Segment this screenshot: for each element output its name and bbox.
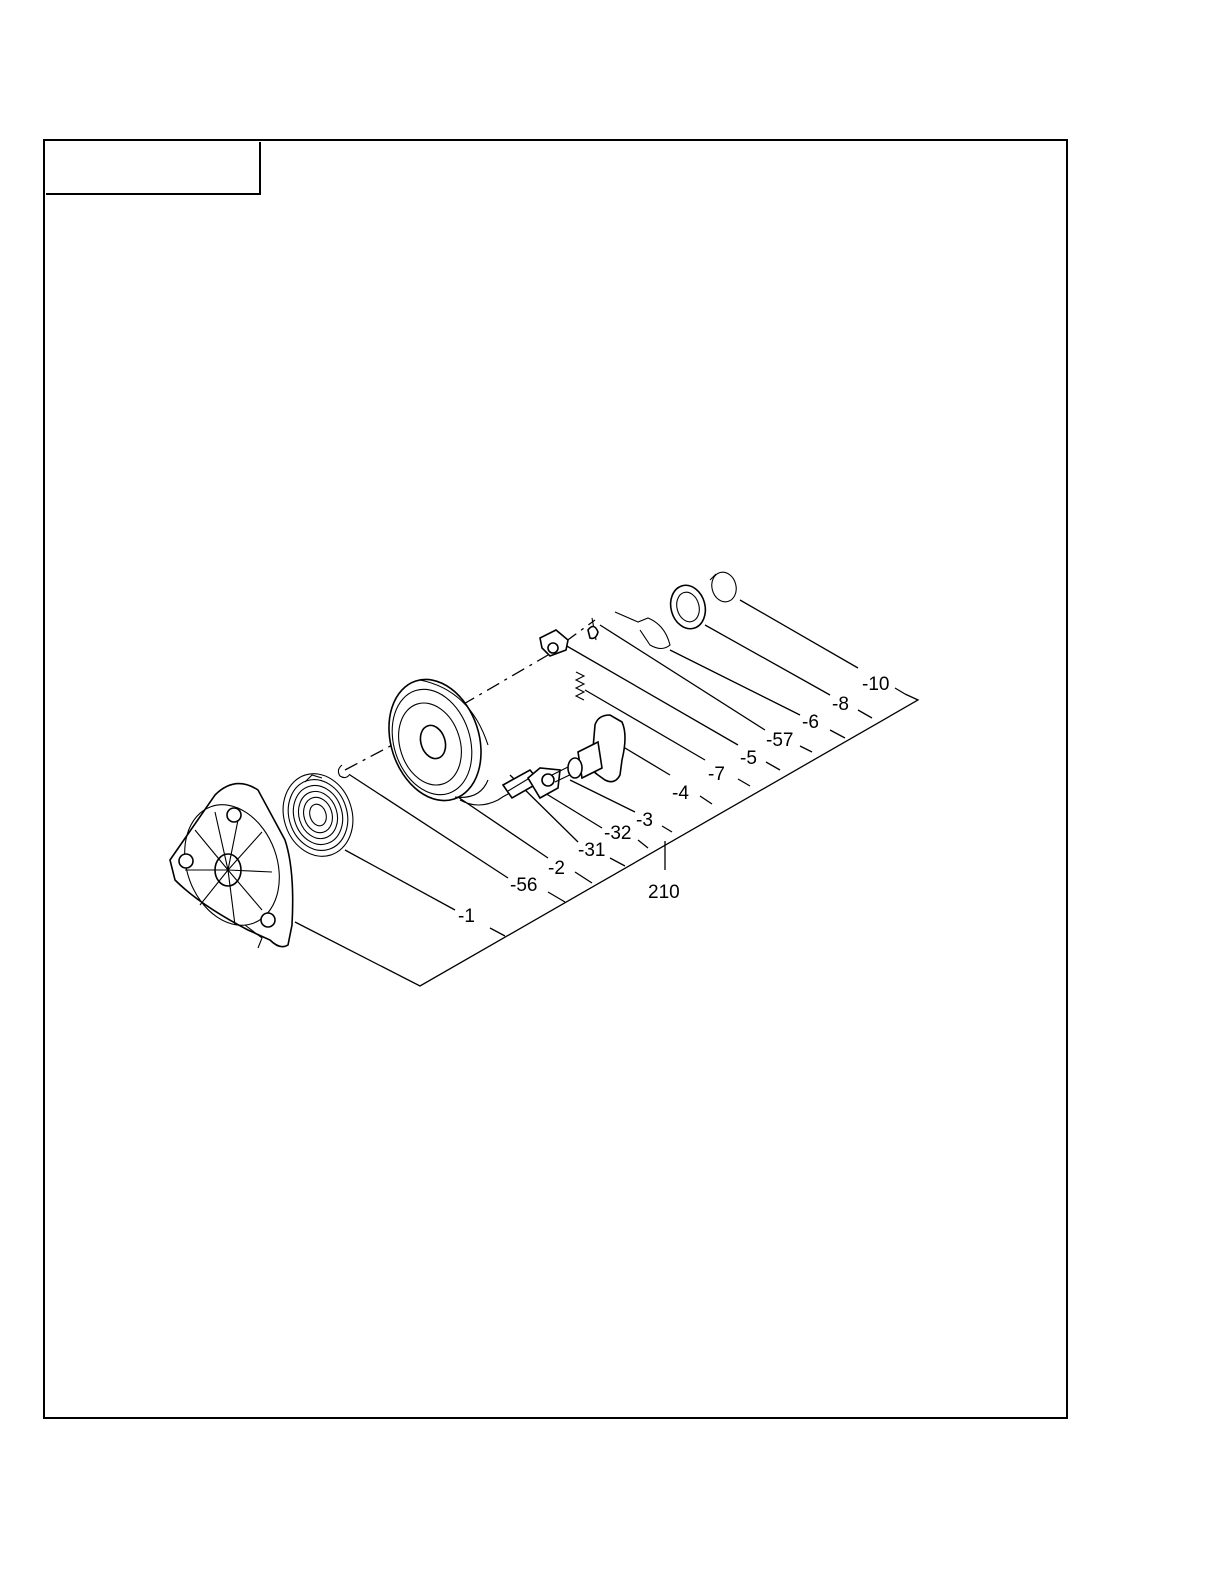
callout-56: -56 xyxy=(510,875,537,896)
washer-part xyxy=(666,581,710,632)
callout-labels: -1 -56 -2 -31 -32 -3 -4 -7 -5 -57 -6 -8 … xyxy=(458,674,889,927)
callout-8: -8 xyxy=(832,694,849,715)
callout-1: -1 xyxy=(458,906,475,927)
friction-wire-part xyxy=(615,612,670,649)
rope-pulley-part xyxy=(374,667,496,812)
starter-handle-part xyxy=(568,715,625,782)
assembly-number-label: 210 xyxy=(648,882,680,903)
retainer-clip-part xyxy=(338,765,350,778)
starter-housing-part xyxy=(169,784,296,948)
callout-6: -6 xyxy=(802,712,819,733)
callout-5: -5 xyxy=(740,748,757,769)
callout-7: -7 xyxy=(708,764,725,785)
callout-4: -4 xyxy=(672,783,689,804)
callout-3: -3 xyxy=(636,810,653,831)
callout-31: -31 xyxy=(578,840,605,861)
callout-57: -57 xyxy=(766,730,793,751)
pawl-spring-part xyxy=(576,672,584,700)
callout-2: -2 xyxy=(548,858,565,879)
callout-10: -10 xyxy=(862,674,889,695)
pawl-part xyxy=(540,630,568,656)
pawl-pin-part xyxy=(588,618,598,640)
callout-32: -32 xyxy=(604,823,631,844)
circlip-part xyxy=(709,569,740,604)
